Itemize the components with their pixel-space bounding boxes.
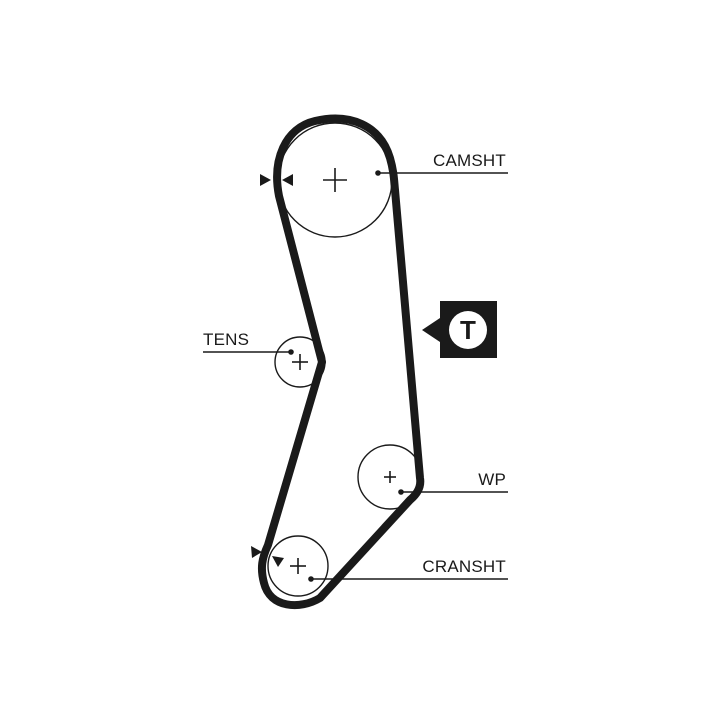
tensioner-leader (203, 349, 294, 355)
tensioner-label: TENS (203, 330, 249, 349)
timing-belt (257, 114, 425, 609)
tensioner-badge: T (422, 301, 497, 358)
crankshaft-leader (308, 576, 508, 582)
tensioner-pulley (274, 336, 326, 388)
water-pump-leader (398, 489, 508, 495)
crankshaft-timing-mark-icon (251, 546, 284, 567)
camshaft-pulley (277, 122, 393, 238)
camshaft-timing-mark-icon (260, 174, 293, 186)
camshaft-leader (375, 170, 508, 176)
water-pump-label: WP (478, 470, 506, 489)
camshaft-label: CAMSHT (433, 151, 506, 170)
crankshaft-pulley (267, 535, 329, 597)
water-pump-pulley (357, 444, 423, 510)
crankshaft-label: CRANSHT (422, 557, 506, 576)
badge-letter: T (460, 315, 476, 345)
badge-pointer-icon (422, 318, 440, 342)
